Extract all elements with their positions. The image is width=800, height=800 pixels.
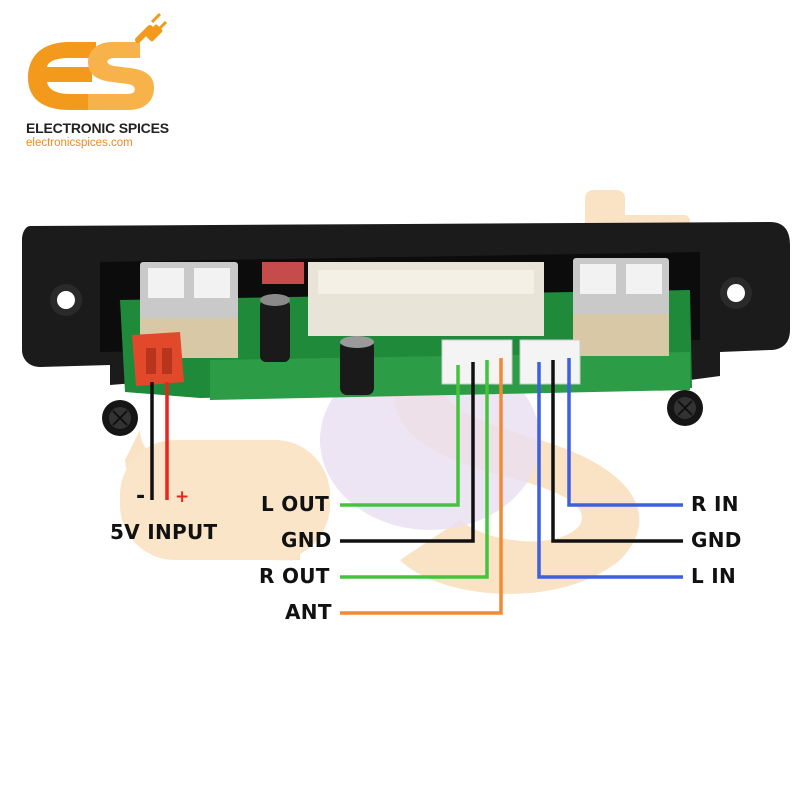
pin-label-gnd-left: GND (281, 528, 332, 552)
watermark-logo (120, 190, 690, 594)
plus-marker: + (175, 487, 189, 507)
pin-header-left (441, 339, 581, 385)
wire-ant (340, 358, 503, 615)
pin-label-r-in: R IN (691, 492, 739, 516)
wire-r-in (567, 358, 683, 507)
display-connector (262, 262, 544, 336)
brand-name: ELECTRONIC SPICES (26, 120, 169, 136)
wire-gnd-right (551, 360, 683, 543)
pin-label-ant: ANT (285, 600, 332, 624)
pin-label-r-out: R OUT (259, 564, 330, 588)
usb-port-right (573, 258, 669, 356)
brand-logo (28, 12, 168, 110)
pin-label-l-out: L OUT (261, 492, 330, 516)
wire-l-out (340, 365, 460, 507)
minus-marker: - (136, 484, 145, 509)
screw-left (102, 400, 138, 436)
left-pin-wires (340, 358, 503, 615)
wire-gnd-left (340, 362, 475, 543)
power-input-label: 5V INPUT (110, 520, 218, 544)
capacitor (260, 294, 374, 395)
brand-website: electronicspices.com (26, 137, 133, 149)
wire-r-out (340, 360, 489, 579)
screw-right (667, 390, 703, 426)
wire-l-in (537, 362, 683, 579)
right-pin-wires (537, 358, 683, 579)
usb-port-left (140, 262, 238, 358)
pin-label-l-in: L IN (691, 564, 737, 588)
power-connector (132, 332, 184, 386)
pin-label-gnd-right: GND (691, 528, 742, 552)
